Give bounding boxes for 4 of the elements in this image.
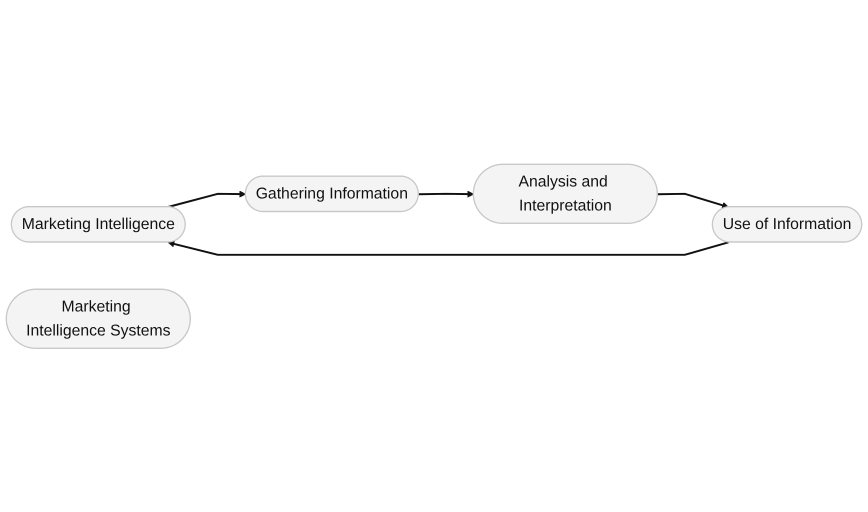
arrow — [658, 192, 729, 208]
arrow — [168, 240, 729, 256]
arrow — [168, 190, 246, 208]
arrow — [418, 190, 474, 198]
